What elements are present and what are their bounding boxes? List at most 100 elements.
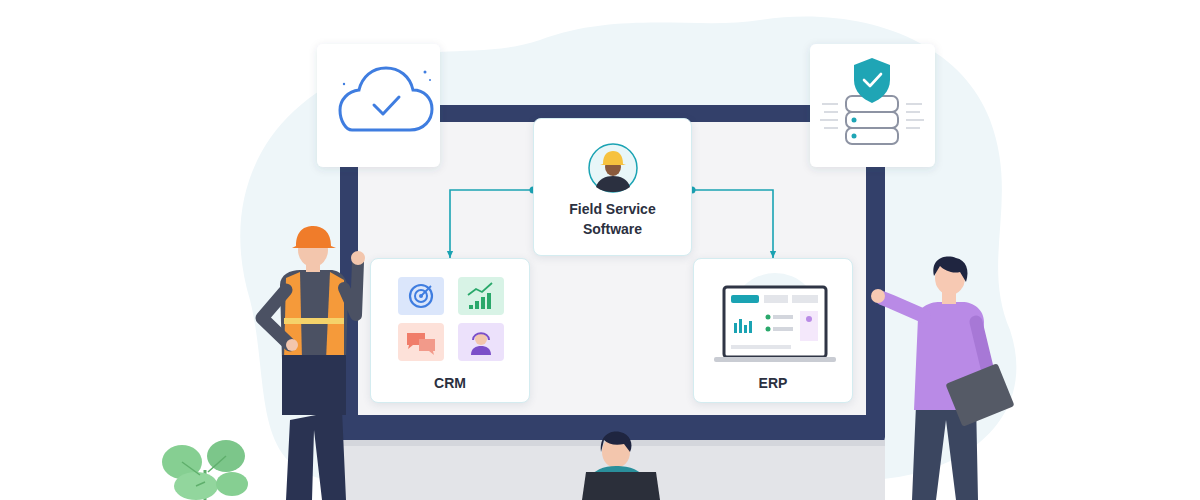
database-card (810, 44, 935, 167)
node-label: CRM (434, 373, 466, 393)
text-line: Field Service Software (534, 199, 691, 239)
laptop-icon-part (734, 323, 737, 333)
text-line: CRM (371, 373, 529, 393)
database-card-part (852, 134, 857, 139)
crm-icons-part (398, 323, 444, 361)
connector-group (450, 187, 537, 259)
database-card-part-part (906, 127, 920, 129)
database-card-part-part (824, 127, 838, 129)
database-card-part (820, 104, 924, 128)
laptop-icon-part (792, 295, 818, 303)
database-card-part-part (906, 111, 920, 113)
crm-icons-part (421, 286, 431, 296)
worker-figure-part (262, 290, 290, 345)
crm-icons-part (487, 293, 491, 309)
text-wrap: Field Service Software (534, 199, 691, 239)
database-card-part-part (906, 119, 924, 121)
cloud-card-part (429, 79, 431, 81)
laptop-icon-part (773, 315, 793, 319)
database-card-part (846, 128, 898, 144)
crm-icons-part (473, 333, 489, 340)
connector-arrow (450, 190, 533, 258)
crm-icons (398, 277, 504, 361)
database-card-part-part (824, 111, 838, 113)
laptop-icon-part (766, 315, 771, 320)
text-wrap: CRM (371, 373, 529, 393)
background-blob-part (240, 17, 1016, 480)
laptop-icon-part (764, 295, 788, 303)
person-figure (871, 257, 1015, 500)
fs-box: Field Service Software (533, 118, 692, 256)
database-card-part (854, 58, 890, 103)
cloud-card-part (317, 44, 440, 167)
seated-person-part (601, 432, 632, 452)
crm-icons-part (475, 301, 479, 309)
crm-icons-part (458, 277, 504, 315)
crm-icons-part (458, 323, 504, 361)
laptop-icon-part (714, 357, 836, 362)
laptop-icon-part (806, 316, 812, 322)
plant-part (216, 472, 248, 496)
worker-figure-part (284, 318, 344, 324)
worker-figure-part (344, 262, 358, 315)
worker-figure-part (286, 339, 298, 351)
laptop-icon-part (731, 345, 791, 349)
background-blob (240, 17, 1016, 480)
worker-figure (262, 226, 365, 500)
laptop-icon-part (773, 327, 793, 331)
database-card-part (864, 74, 881, 86)
avatar-icon-part (600, 151, 626, 165)
connector-group (689, 187, 774, 259)
crm-icons-part (481, 297, 485, 309)
avatar-icon-part (596, 176, 630, 192)
crm-icons-part (419, 339, 435, 355)
avatar-icon-part (589, 144, 637, 192)
node-label: Field Service Software (553, 199, 673, 239)
person-figure-part (933, 257, 967, 282)
cloud-card-part (343, 83, 345, 85)
worker-figure-part (286, 410, 346, 500)
crm-box: CRM (370, 258, 530, 403)
cloud-card-part (424, 71, 427, 74)
database-card-part (846, 112, 898, 128)
laptop-icon (714, 273, 836, 362)
crm-icons-part (469, 305, 473, 309)
laptop-icon-part (739, 319, 742, 333)
person-figure-part (871, 289, 885, 303)
laptop-icon-part (744, 325, 747, 333)
seated-person-part (582, 472, 660, 500)
erp-box: ERP (693, 258, 853, 403)
laptop-icon-part (724, 287, 826, 357)
laptop-icon-part (749, 321, 752, 333)
node-label: ERP (759, 373, 788, 393)
avatar-icon (589, 144, 637, 192)
worker-figure-part (282, 355, 346, 415)
crm-icons-part (471, 346, 491, 355)
laptop-icon-part (731, 295, 759, 303)
database-card-part (810, 44, 935, 167)
worker-figure-part (351, 251, 365, 265)
database-card-part-part (906, 103, 922, 105)
laptop-icon-part (800, 311, 818, 341)
worker-figure-part (292, 226, 336, 248)
crm-icons-part (410, 285, 432, 307)
plant (162, 440, 248, 500)
crm-icons-part (468, 283, 492, 295)
database-card-part-part (820, 119, 838, 121)
cloud-card-part (340, 68, 432, 130)
connector-arrow (692, 190, 773, 258)
text-wrap: ERP (694, 373, 852, 393)
cloud-card-part (374, 97, 399, 114)
text-line: ERP (694, 373, 852, 393)
plant-part (182, 456, 226, 486)
database-card-part (852, 118, 857, 123)
worker-figure-part (280, 270, 348, 360)
person-figure-part (945, 363, 1014, 427)
laptop-icon-part (766, 327, 771, 332)
crm-icons-part (398, 277, 444, 315)
database-card-part-part (822, 103, 838, 105)
person-figure-part (882, 298, 924, 316)
seated-person (582, 432, 660, 500)
cloud-card (317, 44, 440, 167)
